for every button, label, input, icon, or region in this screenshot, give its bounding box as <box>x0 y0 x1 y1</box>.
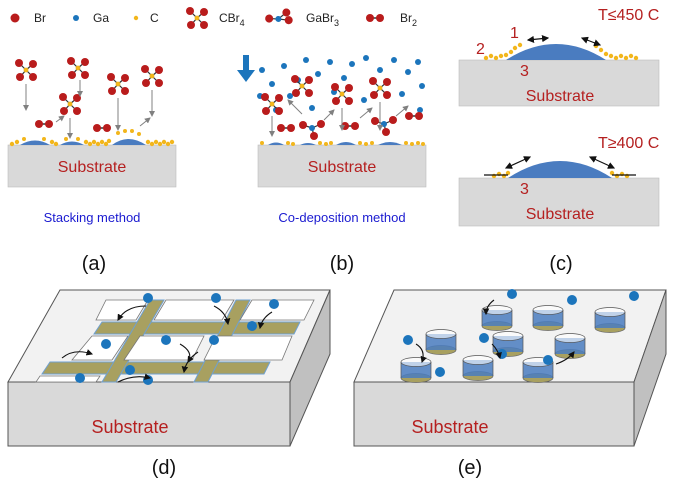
cbr4-molecule <box>58 92 82 116</box>
legend-cbr4: CBr4 <box>219 11 245 28</box>
panel-label-d: (d) <box>152 457 176 479</box>
carbon-layer <box>260 141 425 146</box>
cbr4-molecule <box>14 58 38 82</box>
method-label-a: Stacking method <box>44 210 141 225</box>
ga-atom-icon <box>73 15 79 21</box>
raised-pads <box>35 299 315 383</box>
br-atom-icon <box>10 13 20 23</box>
panel-label-c: (c) <box>549 253 572 275</box>
substrate-front-face <box>353 381 635 447</box>
panel-d: Substrate (d) <box>7 289 331 479</box>
panel-label-e: (e) <box>458 457 482 479</box>
carbon-layer <box>483 42 639 61</box>
ga-atoms <box>403 289 639 377</box>
pillar-cylinder <box>462 355 494 381</box>
legend-gabr3: GaBr3 <box>306 11 339 28</box>
droplet <box>506 44 606 60</box>
br2-molecule-icon <box>365 13 385 23</box>
cbr4-molecule <box>290 74 314 98</box>
substrate-label-a: Substrate <box>58 159 127 176</box>
gabr3-molecule-icon <box>265 8 293 25</box>
substrate-label-e: Substrate <box>411 417 488 437</box>
legend-c: C <box>150 11 159 25</box>
pillars <box>400 305 626 383</box>
migration-arrows <box>61 305 273 383</box>
cbr4-molecule <box>368 76 392 100</box>
pillar-cylinder <box>532 305 564 331</box>
temp-label-top: T≤450 C <box>598 7 659 24</box>
droplet <box>112 139 146 145</box>
droplet <box>300 143 316 145</box>
br2-molecule <box>34 119 54 129</box>
panel-label-a: (a) <box>82 253 106 275</box>
ga-atoms <box>257 55 425 113</box>
br2-molecule <box>340 121 360 131</box>
substrate-label-c-top: Substrate <box>526 88 595 105</box>
substrate-c-bottom <box>458 177 660 227</box>
droplet <box>378 142 402 145</box>
panel-a: Substrate Stacking method (a) <box>7 56 177 275</box>
pillar-cylinder <box>425 329 457 355</box>
migration-arrows <box>415 299 575 365</box>
site-label-3-top: 3 <box>520 63 529 80</box>
cbr4-molecule-icon <box>185 6 209 30</box>
deposition-arrow-icon <box>237 55 255 82</box>
substrate-label-c-bottom: Substrate <box>526 206 595 223</box>
droplet <box>268 142 284 145</box>
channel-stripe <box>101 299 165 383</box>
pillar-cylinder <box>554 333 586 359</box>
substrate-side-face <box>289 289 331 447</box>
legend: Br Ga C CBr4 GaBr3 Br2 <box>10 6 417 30</box>
substrate-a <box>7 144 177 188</box>
surface-arrows <box>484 156 636 176</box>
droplet <box>60 141 84 145</box>
panel-label-b: (b) <box>330 253 354 275</box>
panel-e: Substrate (e) <box>353 289 667 479</box>
substrate-label-b: Substrate <box>308 159 377 176</box>
substrate-label-d: Substrate <box>91 417 168 437</box>
surface-arrows <box>526 35 602 47</box>
legend-br2: Br2 <box>400 11 417 28</box>
droplet <box>508 161 612 178</box>
legend-ga: Ga <box>93 11 109 25</box>
br2-molecule <box>404 111 424 121</box>
flux-arrows <box>269 99 409 137</box>
substrate-b <box>257 144 427 188</box>
droplet <box>20 140 50 145</box>
panel-b: Substrate Co-deposition method (b) <box>237 55 427 275</box>
c-atom-icon <box>133 15 139 21</box>
pillar-cylinder <box>400 357 432 383</box>
substrate-side-face <box>633 289 667 447</box>
temp-label-bottom: T≥400 C <box>598 135 659 152</box>
cbr4-molecule <box>66 56 90 80</box>
br2-molecule <box>276 123 296 133</box>
panel-c: 1 2 3 T≤450 C Substrate 3 T≥400 C Substr… <box>458 7 660 275</box>
gabr3-molecule <box>298 119 326 141</box>
cbr4-molecule <box>106 72 130 96</box>
ga-atoms <box>75 293 279 385</box>
flux-arrows <box>23 80 155 139</box>
channel-stripe <box>93 321 301 335</box>
pillar-cylinder <box>481 305 513 331</box>
legend-br: Br <box>34 11 46 25</box>
channel-stripe <box>41 361 271 375</box>
pillar-cylinder <box>594 307 626 333</box>
br2-molecule <box>92 123 112 133</box>
droplet <box>336 142 356 145</box>
gabr3-molecule <box>370 115 398 137</box>
site-label-2: 2 <box>476 41 485 58</box>
cbr4-molecule <box>140 64 164 88</box>
method-label-b: Co-deposition method <box>278 210 405 225</box>
carbon-layer <box>9 129 175 147</box>
cbr4-molecule <box>260 92 284 116</box>
substrate-c-top <box>458 59 660 107</box>
site-label-1: 1 <box>510 25 519 42</box>
site-label-3-bottom: 3 <box>520 181 529 198</box>
